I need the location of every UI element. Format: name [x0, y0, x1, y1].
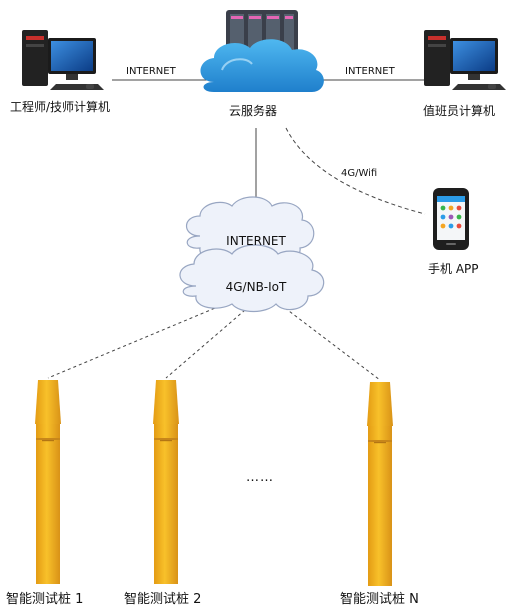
- test-pile-2: [153, 380, 179, 584]
- link-iot-pile-2: [165, 309, 246, 379]
- mobile-link-label: 4G/Wifi: [341, 168, 378, 179]
- test-pile-1-label: 智能测试桩 1: [6, 592, 84, 607]
- duty-computer-icon: [424, 30, 506, 90]
- link-server-mobile: [285, 127, 426, 215]
- cloud-server-icon: [200, 10, 324, 92]
- duty-computer-label: 值班员计算机: [423, 104, 496, 118]
- iot-cloud: [179, 244, 325, 313]
- right-internet-link-label: INTERNET: [345, 66, 395, 77]
- link-iot-pile-1: [47, 305, 221, 379]
- left-internet-link-label: INTERNET: [126, 66, 176, 77]
- smartphone-icon: [433, 188, 469, 250]
- test-pile-2-label: 智能测试桩 2: [124, 592, 202, 607]
- engineer-computer-label: 工程师/技师计算机: [10, 100, 111, 114]
- mobile-app-label: 手机 APP: [428, 262, 479, 276]
- more-piles-ellipsis: ……: [246, 470, 274, 485]
- engineer-computer-icon: [22, 30, 104, 90]
- iot-cloud-label: 4G/NB-IoT: [225, 280, 287, 294]
- internet-cloud-label: INTERNET: [226, 234, 286, 248]
- test-pile-1: [35, 380, 61, 584]
- test-pile-n-label: 智能测试桩 N: [340, 592, 419, 607]
- test-pile-n: [367, 382, 393, 586]
- link-iot-pile-n: [284, 307, 381, 381]
- cloud-server-label: 云服务器: [229, 104, 278, 118]
